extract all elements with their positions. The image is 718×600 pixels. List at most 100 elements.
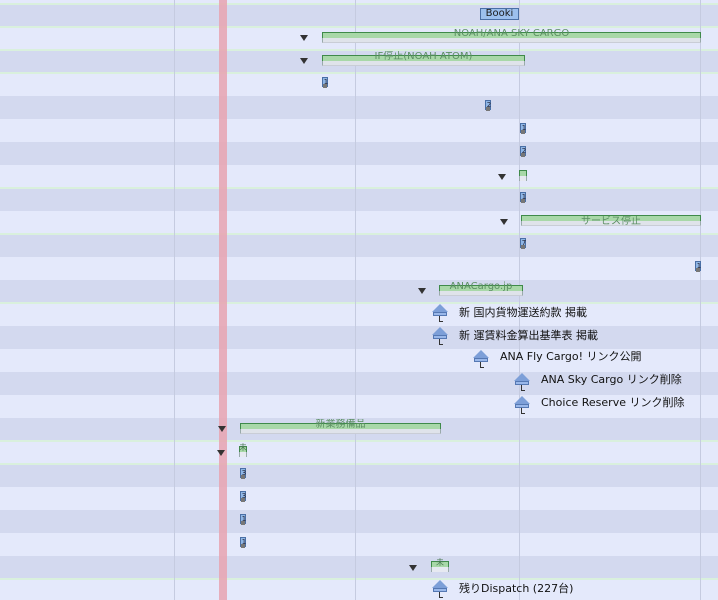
milestone-marker[interactable] — [431, 327, 449, 345]
group-bar-noah-ana[interactable]: NOAH/ANA SKY CARGO — [322, 28, 701, 44]
task-bar[interactable]: 1 — [322, 77, 328, 88]
gantt-row — [0, 73, 718, 96]
group-bar-shadow — [239, 452, 247, 457]
milestone-base — [433, 312, 447, 316]
collapse-toggle-icon[interactable] — [218, 426, 226, 432]
milestone-label: 新 運賃料金算出基準表 掲載 — [459, 329, 598, 342]
task-progress — [521, 199, 525, 203]
gantt-row — [0, 326, 718, 349]
gantt-row — [0, 188, 718, 211]
group-bar-shadow — [521, 221, 701, 226]
task-bar[interactable]: 2 — [520, 146, 526, 157]
task-bar[interactable]: 3 — [240, 468, 247, 479]
task-progress — [323, 84, 327, 88]
gantt-row — [0, 441, 718, 464]
collapse-toggle-icon[interactable] — [217, 450, 225, 456]
row-separator — [0, 3, 718, 5]
collapse-toggle-icon[interactable] — [300, 58, 308, 64]
group-bar-shadow — [431, 567, 449, 572]
gantt-row — [0, 510, 718, 533]
milestone-stem — [439, 339, 440, 345]
milestone-label: Choice Reserve リンク削除 — [541, 396, 685, 409]
gantt-row — [0, 165, 718, 188]
group-bar-shadow — [240, 429, 441, 434]
group-label: 新業務備品 — [315, 419, 366, 430]
group-bar-small[interactable]: 未 — [431, 558, 449, 572]
task-bar[interactable]: 1 — [240, 514, 246, 525]
gantt-row — [0, 464, 718, 487]
milestone-marker[interactable] — [513, 396, 531, 414]
group-bar-shadow — [439, 291, 523, 296]
milestone-label: 残りDispatch (227台) — [459, 582, 574, 595]
booking-bar[interactable]: Booki — [480, 8, 519, 20]
milestone-marker[interactable] — [431, 580, 449, 598]
task-label: 3 — [241, 492, 247, 500]
milestone-tip — [514, 396, 530, 404]
gantt-row — [0, 0, 718, 4]
task-bar[interactable]: 7 — [520, 238, 527, 249]
group-bar-anacargo[interactable]: ANACargo.jp — [439, 281, 523, 297]
collapse-toggle-icon[interactable] — [418, 288, 426, 294]
collapse-toggle-icon[interactable] — [409, 565, 417, 571]
milestone-base — [433, 588, 447, 592]
gantt-row — [0, 487, 718, 510]
task-bar[interactable]: 1 — [520, 123, 527, 134]
task-bar[interactable]: 1 — [695, 261, 702, 272]
milestone-marker[interactable] — [513, 373, 531, 391]
row-separator — [0, 440, 718, 442]
milestone-stem — [480, 362, 481, 368]
milestone-label: ANA Fly Cargo! リンク公開 — [500, 350, 642, 363]
task-label: 3 — [241, 469, 247, 477]
group-bar-small[interactable]: 未 — [239, 443, 247, 457]
milestone-stem — [439, 592, 440, 598]
group-label: IF停止(NOAH ATOM) — [374, 51, 473, 62]
gantt-row — [0, 533, 718, 556]
milestone-marker[interactable] — [431, 304, 449, 322]
grid-line — [700, 0, 701, 600]
task-label: 1 — [241, 538, 247, 546]
task-label: 7 — [521, 239, 527, 247]
task-bar[interactable]: 1 — [240, 537, 247, 548]
milestone-base — [433, 335, 447, 339]
task-progress — [521, 153, 525, 157]
group-label: ANACargo.jp — [449, 281, 513, 292]
task-label: 1 — [521, 193, 527, 201]
milestone-foot — [439, 321, 443, 322]
milestone-stem — [521, 408, 522, 414]
collapse-toggle-icon[interactable] — [500, 219, 508, 225]
collapse-toggle-icon[interactable] — [498, 174, 506, 180]
group-bar-service-stop[interactable]: サービス停止 — [521, 215, 701, 227]
milestone-label: 新 国内貨物運送約款 掲載 — [459, 306, 587, 319]
gantt-row — [0, 395, 718, 418]
task-bar[interactable]: 1 — [520, 192, 527, 203]
collapse-toggle-icon[interactable] — [300, 35, 308, 41]
milestone-stem — [521, 385, 522, 391]
group-bar-small[interactable] — [519, 170, 527, 181]
task-progress — [241, 475, 245, 479]
gantt-row — [0, 303, 718, 326]
gantt-row — [0, 579, 718, 600]
milestone-foot — [521, 390, 525, 391]
gantt-row — [0, 280, 718, 303]
task-label: 1 — [521, 124, 527, 132]
task-progress — [241, 544, 245, 548]
row-separator — [0, 49, 718, 51]
row-separator — [0, 26, 718, 28]
milestone-foot — [521, 413, 525, 414]
task-progress — [696, 268, 700, 272]
group-bar-new-supplies[interactable]: 新業務備品 — [240, 419, 441, 435]
row-separator — [0, 578, 718, 580]
group-label: 未 — [436, 558, 444, 567]
milestone-foot — [480, 367, 484, 368]
task-bar[interactable]: 2 — [485, 100, 491, 111]
group-bar-if-stop[interactable]: IF停止(NOAH ATOM) — [322, 51, 525, 67]
milestone-stem — [439, 316, 440, 322]
task-label: 1 — [696, 262, 702, 270]
milestone-label: ANA Sky Cargo リンク削除 — [541, 373, 682, 386]
group-label: サービス停止 — [581, 216, 641, 227]
grid-line — [519, 0, 520, 600]
milestone-marker[interactable] — [472, 350, 490, 368]
task-bar[interactable]: 3 — [240, 491, 247, 502]
gantt-row — [0, 96, 718, 119]
milestone-tip — [514, 373, 530, 381]
